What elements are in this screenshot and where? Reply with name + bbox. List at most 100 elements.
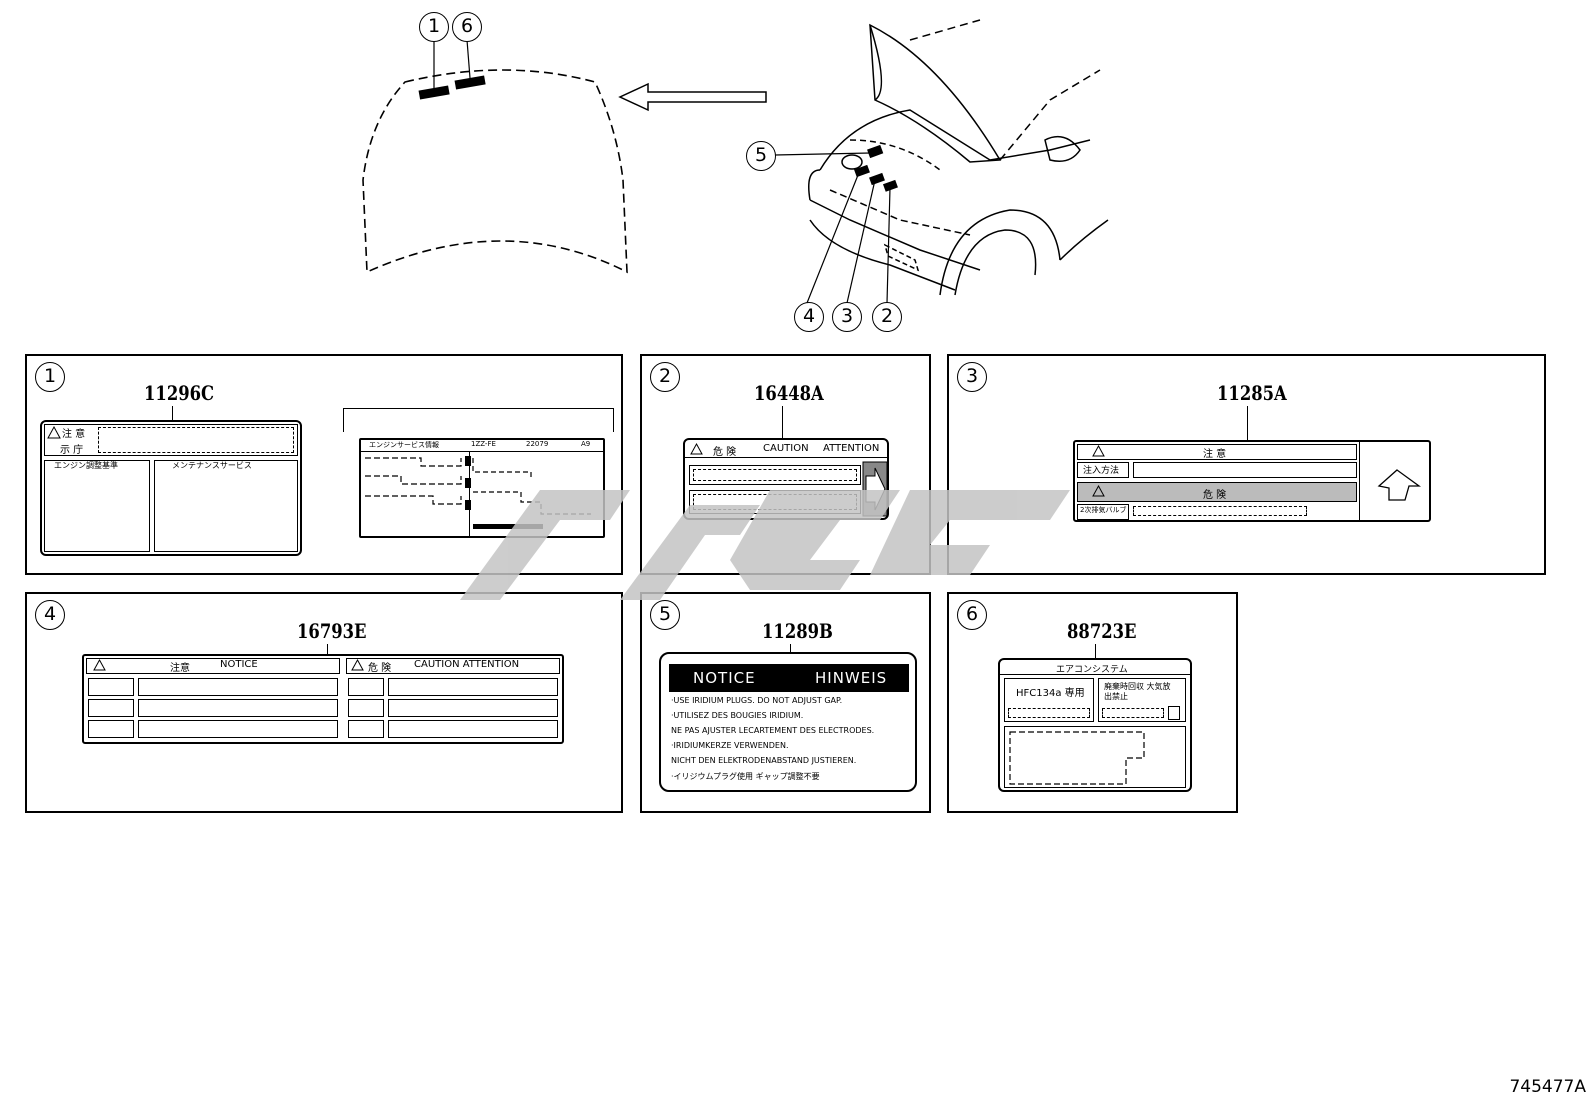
panel-1: 1 11296C 注 意 示 庁 エンジン調整基準 メンテナンスサービス エンジ… [25,354,623,575]
part-number-16793E[interactable]: 16793E [297,619,367,643]
warning-indicator [1168,706,1180,720]
sub-jp-text: 示 庁 [60,445,84,456]
callout-6: 6 [452,12,482,42]
caution-row [1077,444,1357,460]
leader-line [172,406,173,421]
caution-jp-text: 注 意 [1203,449,1227,460]
part-number-11296C[interactable]: 11296C [144,381,215,405]
callout-1: 1 [419,12,449,42]
row1-text-box [1133,462,1357,478]
caution-label-3: 注 意 注入方法 危 険 2次排気バルブ [1073,440,1431,522]
hood-illustration [362,39,628,274]
panel-1-index: 1 [35,362,65,392]
arrow-up-right-icon [1377,469,1421,501]
leader-line [782,406,783,438]
left-row-3-text [138,720,338,738]
maintenance-box [154,460,298,552]
warning-triangle-icon [1092,444,1105,457]
vecs-label: エンジンサービス情報 1ZZ-FE 22079 A9 [359,438,605,538]
notice-line-2: ·UTILISEZ DES BOUGIES IRIDIUM. [671,711,804,720]
air-conditioner-label: エアコンシステム HFC134a 専用 廃棄時回収 大気放出禁止 [998,658,1192,792]
part-number-16448A[interactable]: 16448A [754,381,824,405]
notice-caution-label: 注意 NOTICE 危 険 CAUTION ATTENTION [82,654,564,744]
left-row-1-label [88,678,134,696]
maintenance-header: メンテナンスサービス [172,461,252,470]
notice-line-4: ·IRIDIUMKERZE VERWENDEN. [671,741,789,750]
panel-4-index: 4 [35,600,65,630]
panel-4: 4 16793E 注意 NOTICE 危 険 CAUTION ATTENTION [25,592,623,813]
left-row-3-label [88,720,134,738]
bracket-line-right [613,408,614,432]
right-row-3-label [348,720,384,738]
vecs-divider [361,451,603,452]
vecs-header-2: 1ZZ-FE [471,440,496,448]
vecs-header-1: エンジンサービス情報 [369,441,439,449]
notice-line-6: ·イリジウムプラグ使用 ギャップ調整不要 [671,772,820,781]
engine-info-label: 注 意 示 庁 エンジン調整基準 メンテナンスサービス [40,420,302,556]
panel-5-index: 5 [650,600,680,630]
left-row-2-text [138,699,338,717]
part-number-11289B[interactable]: 11289B [762,619,833,643]
left-header [86,658,340,674]
caution-text-area [98,427,294,453]
warning-box [1098,678,1186,722]
leader-line [1095,644,1096,659]
text-box-1 [689,465,861,485]
warning-triangle-icon [93,658,106,671]
arrow-right-icon [862,461,888,517]
attention-text: ATTENTION [823,443,880,454]
refrigerant-text: HFC134a 専用 [1016,688,1085,699]
warning-triangle-icon [351,658,364,671]
warning-amount-area [1102,708,1164,718]
row2-label-box [1077,504,1129,520]
panel-6-index: 6 [957,600,987,630]
caution-attention-text: CAUTION ATTENTION [414,659,520,670]
refrigerant-amount-area [1008,708,1090,718]
part-number-11285A[interactable]: 11285A [1217,381,1287,405]
info-area-outline [1009,731,1145,785]
notice-line-5: NICHT DEN ELEKTRODENABSTAND JUSTIEREN. [671,756,857,765]
panel-3-index: 3 [957,362,987,392]
notice-line-1: ·USE IRIDIUM PLUGS. DO NOT ADJUST GAP. [671,696,843,705]
vecs-header-4: A9 [581,440,591,448]
engine-adjust-header: エンジン調整基準 [54,461,118,470]
arrow-left-icon [618,82,767,112]
panel-2: 2 16448A 危 険 CAUTION ATTENTION [640,354,931,575]
vecs-header-3: 22079 [526,440,549,448]
engine-adjust-box [44,460,150,552]
notice-title: NOTICE [693,669,756,687]
title-divider [1000,674,1190,675]
refrigerant-box [1004,678,1094,722]
callout-3: 3 [832,302,862,332]
caution-text: CAUTION [763,443,809,454]
panel-6: 6 88723E エアコンシステム HFC134a 専用 廃棄時回収 大気放出禁… [947,592,1238,813]
notice-text: NOTICE [220,659,258,670]
arrow-column-divider [1359,442,1360,522]
ac-system-title: エアコンシステム [1056,665,1128,675]
warning-triangle-icon [690,442,703,455]
right-row-1-label [348,678,384,696]
bracket-top [343,408,613,409]
warning-text: 廃棄時回収 大気放出禁止 [1104,682,1171,701]
iridium-plug-notice-label: NOTICE HINWEIS ·USE IRIDIUM PLUGS. DO NO… [659,652,917,792]
part-number-88723E[interactable]: 88723E [1067,619,1137,643]
right-row-2-text [388,699,558,717]
hinweis-title: HINWEIS [815,669,888,687]
danger-jp-text: 危 険 [368,663,392,674]
callout-5: 5 [746,141,776,171]
panel-3: 3 11285A 注 意 注入方法 危 険 2次排気バルブ [947,354,1546,575]
leader-line [790,644,791,654]
notice-title-bar: NOTICE HINWEIS [669,664,909,692]
row2-label: 2次排気バルブ [1080,506,1127,514]
row1-label-box [1077,462,1129,478]
text-area-1 [693,469,857,481]
right-header [346,658,560,674]
vecs-schematic [365,456,591,529]
danger-jp-text: 危 険 [713,447,737,458]
right-row-2-label [348,699,384,717]
left-row-1-text [138,678,338,696]
bracket-line [343,408,344,432]
text-area-2 [693,494,857,510]
danger-jp-text: 危 険 [1203,490,1227,501]
right-row-3-text [388,720,558,738]
